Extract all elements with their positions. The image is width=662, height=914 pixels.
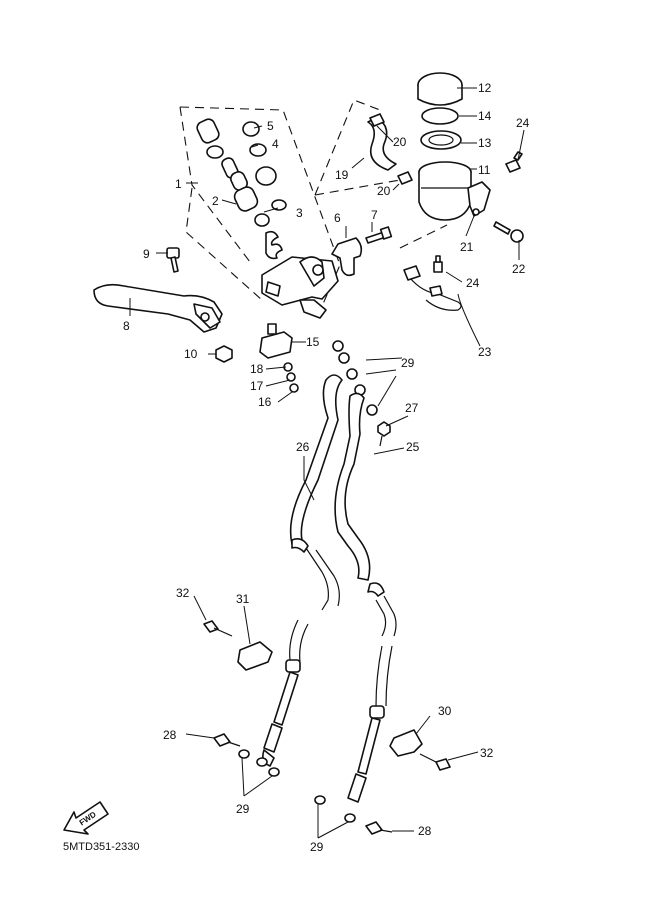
label-18: 18 xyxy=(250,362,264,376)
label-26: 26 xyxy=(296,440,310,454)
diaphragm xyxy=(420,130,462,150)
upper-copper-washers xyxy=(332,340,378,416)
label-1: 1 xyxy=(175,177,182,191)
label-4: 4 xyxy=(272,137,279,151)
reservoir-screw xyxy=(493,221,524,243)
fwd-arrow-icon: FWD xyxy=(63,801,109,835)
label-3: 3 xyxy=(296,206,303,220)
label-29a: 29 xyxy=(401,356,415,370)
diagram-code: 5MTD351-2330 xyxy=(63,841,139,853)
switch-small-parts xyxy=(283,362,299,393)
lower-hose-right xyxy=(347,645,393,803)
label-21: 21 xyxy=(460,240,474,254)
label-20b: 20 xyxy=(377,184,391,198)
cylinder-kit-parts xyxy=(196,118,287,260)
union-bolt-27 xyxy=(377,421,391,447)
part-labels: 1 2 3 4 5 6 7 8 9 10 11 12 13 14 15 16 1… xyxy=(123,81,530,854)
lower-hose-left xyxy=(262,619,309,767)
bracket-bolt-32-left xyxy=(203,620,233,637)
label-24a: 24 xyxy=(516,116,530,130)
label-7: 7 xyxy=(371,208,378,222)
label-11: 11 xyxy=(478,163,491,177)
hose-bracket-30 xyxy=(389,729,423,757)
label-32b: 32 xyxy=(480,746,494,760)
union-bolt-28-left xyxy=(213,733,241,747)
label-32a: 32 xyxy=(176,586,190,600)
brake-hose-25 xyxy=(334,392,397,637)
lever-nut xyxy=(215,345,233,363)
label-27: 27 xyxy=(405,401,419,415)
label-6: 6 xyxy=(334,211,341,225)
label-29c: 29 xyxy=(310,840,324,854)
lever-pivot-bolt xyxy=(166,247,180,273)
master-cylinder-body xyxy=(261,256,339,319)
cap-plate xyxy=(421,107,459,125)
leader-lines xyxy=(129,87,525,839)
label-28b: 28 xyxy=(418,824,432,838)
brake-light-switch xyxy=(259,323,293,359)
hose-bracket-31 xyxy=(237,641,273,671)
union-bolt-28-right xyxy=(365,821,393,835)
clamp-bolt xyxy=(365,226,393,244)
label-16: 16 xyxy=(258,395,272,409)
label-28a: 28 xyxy=(163,728,177,742)
label-19: 19 xyxy=(335,168,349,182)
label-15: 15 xyxy=(306,335,320,349)
label-30: 30 xyxy=(438,704,452,718)
label-20a: 20 xyxy=(393,135,407,149)
label-22: 22 xyxy=(512,262,526,276)
bracket-bolt-32-right xyxy=(419,753,451,771)
guide-bolt xyxy=(433,255,443,273)
reservoir-tank xyxy=(418,161,472,221)
reservoir-cap xyxy=(417,72,463,106)
label-24b: 24 xyxy=(466,276,480,290)
hose-clip-upper xyxy=(369,113,385,127)
label-2: 2 xyxy=(212,194,219,208)
hose-guide xyxy=(403,265,462,311)
label-12: 12 xyxy=(478,81,492,95)
label-5: 5 xyxy=(267,119,274,133)
brake-lever xyxy=(93,283,223,333)
assembly-outline-reservoir xyxy=(314,99,448,249)
label-17: 17 xyxy=(250,379,264,393)
label-10: 10 xyxy=(184,347,198,361)
brake-hose-26 xyxy=(289,374,343,611)
label-23: 23 xyxy=(478,345,492,359)
reservoir-bolt-upper xyxy=(505,151,523,173)
reservoir-hose xyxy=(367,117,397,171)
reservoir-bracket xyxy=(467,181,491,217)
handlebar-clamp xyxy=(331,237,363,277)
hose-clip-lower xyxy=(397,171,413,185)
label-31: 31 xyxy=(236,592,250,606)
label-9: 9 xyxy=(143,247,150,261)
label-13: 13 xyxy=(478,136,492,150)
assembly-outline-1 xyxy=(179,106,341,321)
lower-copper-washers xyxy=(238,749,356,823)
label-8: 8 xyxy=(123,319,130,333)
label-29b: 29 xyxy=(236,802,250,816)
label-25: 25 xyxy=(406,440,420,454)
label-14: 14 xyxy=(478,109,492,123)
